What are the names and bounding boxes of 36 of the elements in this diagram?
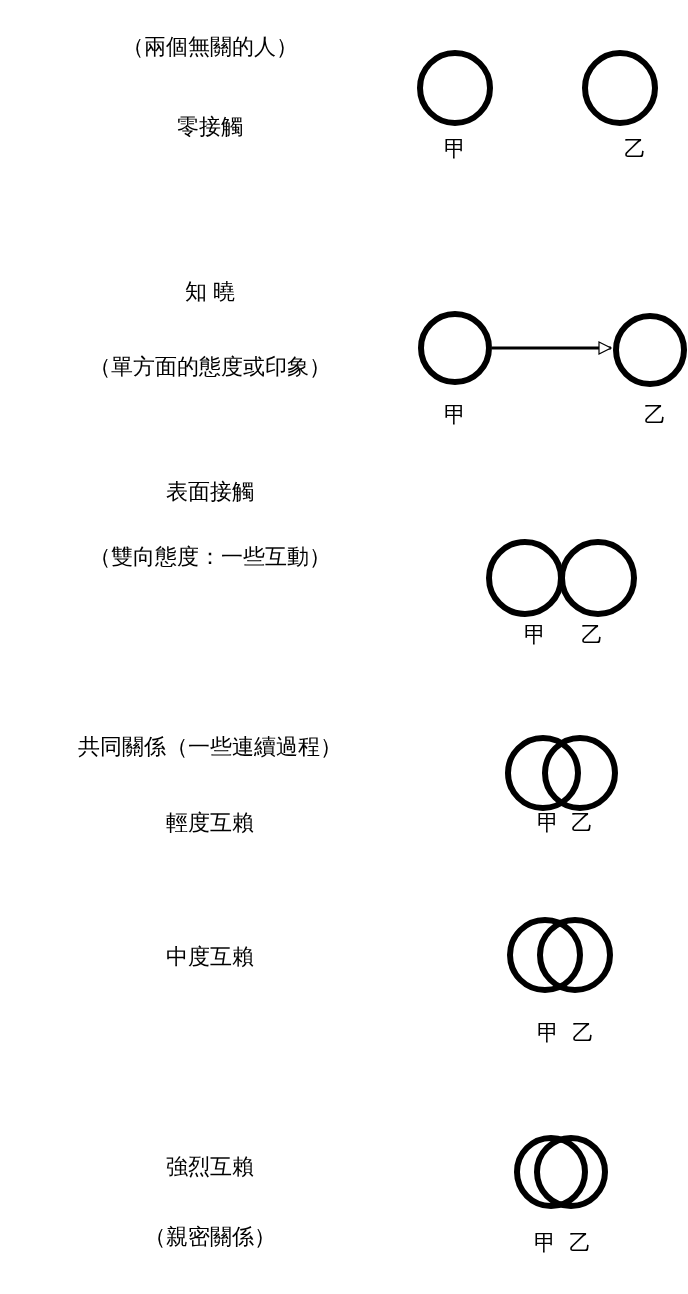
caption-text: （雙向態度：一些互動） xyxy=(89,543,331,571)
person-label: 乙 xyxy=(581,621,603,649)
caption-text: 強烈互賴 xyxy=(166,1153,254,1181)
ring xyxy=(486,539,564,617)
person-label: 甲 xyxy=(524,621,546,649)
person-label: 乙 xyxy=(569,1229,591,1257)
caption-text: 知 曉 xyxy=(184,278,236,306)
person-label: 乙 xyxy=(644,401,666,429)
ring xyxy=(559,539,637,617)
ring xyxy=(613,313,687,387)
ring xyxy=(505,735,581,811)
caption-text: 中度互賴 xyxy=(166,943,254,971)
ring xyxy=(418,311,492,385)
person-label: 甲 xyxy=(537,1019,559,1047)
person-label: 甲 xyxy=(444,401,466,429)
caption-text: 零接觸 xyxy=(177,113,243,141)
person-label: 乙 xyxy=(624,135,646,163)
caption-text: 輕度互賴 xyxy=(166,809,254,837)
caption-text: （親密關係） xyxy=(144,1223,276,1251)
ring xyxy=(514,1135,588,1209)
ring xyxy=(582,50,658,126)
ring xyxy=(537,917,613,993)
caption-text: （單方面的態度或印象） xyxy=(89,353,331,381)
person-label: 乙 xyxy=(571,809,593,837)
person-label: 乙 xyxy=(572,1019,594,1047)
caption-text: 共同關係（一些連續過程） xyxy=(78,733,342,761)
ring xyxy=(507,917,583,993)
person-label: 甲 xyxy=(537,809,559,837)
person-label: 甲 xyxy=(534,1229,556,1257)
ring xyxy=(417,50,493,126)
ring xyxy=(534,1135,608,1209)
ring xyxy=(542,735,618,811)
caption-text: （兩個無關的人） xyxy=(122,33,298,61)
caption-text: 表面接觸 xyxy=(166,478,254,506)
person-label: 甲 xyxy=(444,135,466,163)
arrow xyxy=(492,341,612,355)
